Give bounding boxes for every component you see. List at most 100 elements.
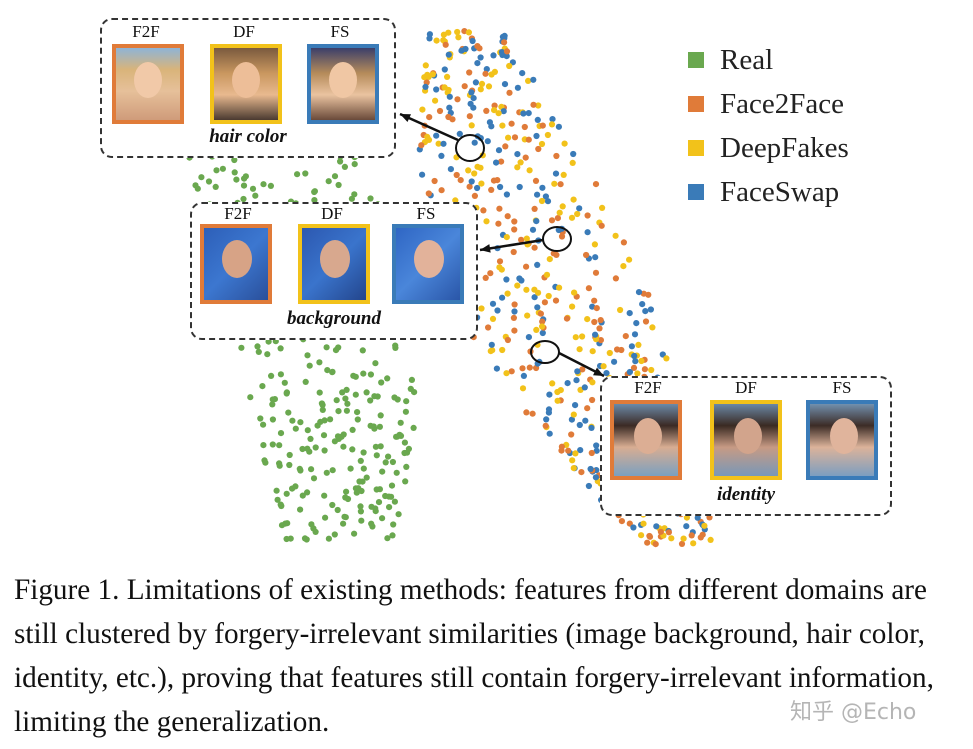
face2face-point <box>583 251 590 259</box>
faceswap-point <box>576 421 583 429</box>
face-image-fs <box>806 400 878 480</box>
real-point <box>386 504 393 511</box>
legend-label: FaceSwap <box>720 175 840 208</box>
real-point <box>335 435 342 442</box>
deepfakes-point <box>556 209 563 216</box>
real-point <box>382 459 389 466</box>
deepfakes-point <box>626 256 633 263</box>
deepfakes-point <box>523 286 530 293</box>
faceswap-point <box>633 320 640 327</box>
face2face-point <box>553 152 560 160</box>
deepfakes-point <box>620 263 627 270</box>
deepfakes-point <box>549 380 556 387</box>
faceswap-point <box>611 358 618 365</box>
real-point <box>283 490 290 497</box>
faceswap-point <box>525 334 532 341</box>
face2face-point <box>521 123 528 131</box>
real-point <box>343 488 350 495</box>
deepfakes-point <box>519 385 527 392</box>
real-point <box>316 359 323 366</box>
deepfakes-point <box>648 366 655 374</box>
deepfakes-point <box>477 86 484 93</box>
real-point <box>271 396 278 403</box>
deepfakes-point <box>638 532 645 539</box>
face2face-point <box>480 207 487 214</box>
real-point <box>395 511 402 518</box>
figure-1: F2F DF FS hair color F2F DF FS backgroun… <box>70 6 902 554</box>
face2face-point <box>457 177 464 184</box>
faceswap-point <box>549 116 556 123</box>
real-point <box>376 423 383 430</box>
legend-swatch <box>688 96 704 112</box>
faceswap-point <box>497 183 504 191</box>
face2face-point <box>425 190 432 197</box>
deepfakes-point <box>680 535 687 542</box>
real-point <box>260 181 267 188</box>
faceswap-point <box>552 170 560 177</box>
faceswap-point <box>533 218 540 225</box>
real-point <box>344 400 351 407</box>
face2face-point <box>442 41 449 48</box>
deepfakes-point <box>570 465 577 472</box>
legend-item-deepfakes: DeepFakes <box>688 126 849 170</box>
arrow-head <box>400 114 411 123</box>
face2face-point <box>591 318 598 326</box>
face2face-point <box>494 177 501 184</box>
face2face-point <box>626 520 633 527</box>
face2face-point <box>466 183 473 190</box>
deepfakes-point <box>441 84 448 91</box>
faceswap-point <box>628 343 636 350</box>
face2face-point <box>558 443 565 450</box>
faceswap-point <box>603 370 610 377</box>
real-point <box>382 492 389 500</box>
deepfakes-point <box>465 167 472 174</box>
deepfakes-point <box>559 203 566 210</box>
real-point <box>276 462 283 469</box>
legend-item-faceswap: FaceSwap <box>688 170 849 214</box>
deepfakes-point <box>478 305 485 312</box>
real-point <box>331 173 339 180</box>
faceswap-point <box>542 193 549 200</box>
real-point <box>198 174 205 181</box>
real-point <box>391 394 398 401</box>
deepfakes-point <box>514 282 521 289</box>
real-point <box>283 390 290 397</box>
real-point <box>273 487 280 494</box>
faceswap-point <box>525 110 532 117</box>
real-point <box>389 532 396 539</box>
real-point <box>281 379 288 386</box>
real-point <box>312 528 319 536</box>
deepfakes-point <box>570 411 577 418</box>
real-point <box>311 197 318 204</box>
deepfakes-point <box>419 106 426 113</box>
face-image-df <box>210 44 282 124</box>
real-point <box>294 171 301 178</box>
face2face-point <box>642 318 650 325</box>
real-point <box>342 395 349 402</box>
faceswap-point <box>469 37 476 45</box>
real-point <box>238 344 245 351</box>
deepfakes-point <box>690 540 697 547</box>
real-point <box>276 442 283 449</box>
real-point <box>283 535 290 543</box>
faceswap-point <box>472 79 479 86</box>
faceswap-point <box>573 377 580 384</box>
deepfakes-point <box>477 164 484 171</box>
legend-swatch <box>688 52 704 68</box>
faceswap-point <box>493 365 500 372</box>
face-label-df: DF <box>321 204 343 223</box>
face-image-df <box>710 400 782 480</box>
face2face-point <box>592 181 600 188</box>
face2face-point <box>483 107 490 114</box>
real-point <box>402 478 409 485</box>
face2face-point <box>618 346 625 354</box>
deepfakes-point <box>504 290 511 297</box>
real-point <box>323 344 330 351</box>
real-point <box>349 426 356 433</box>
real-point <box>255 348 262 355</box>
face2face-point <box>652 541 659 548</box>
real-point <box>350 372 357 379</box>
faceswap-point <box>511 308 518 315</box>
face2face-point <box>426 114 433 121</box>
deepfakes-point <box>543 271 551 278</box>
